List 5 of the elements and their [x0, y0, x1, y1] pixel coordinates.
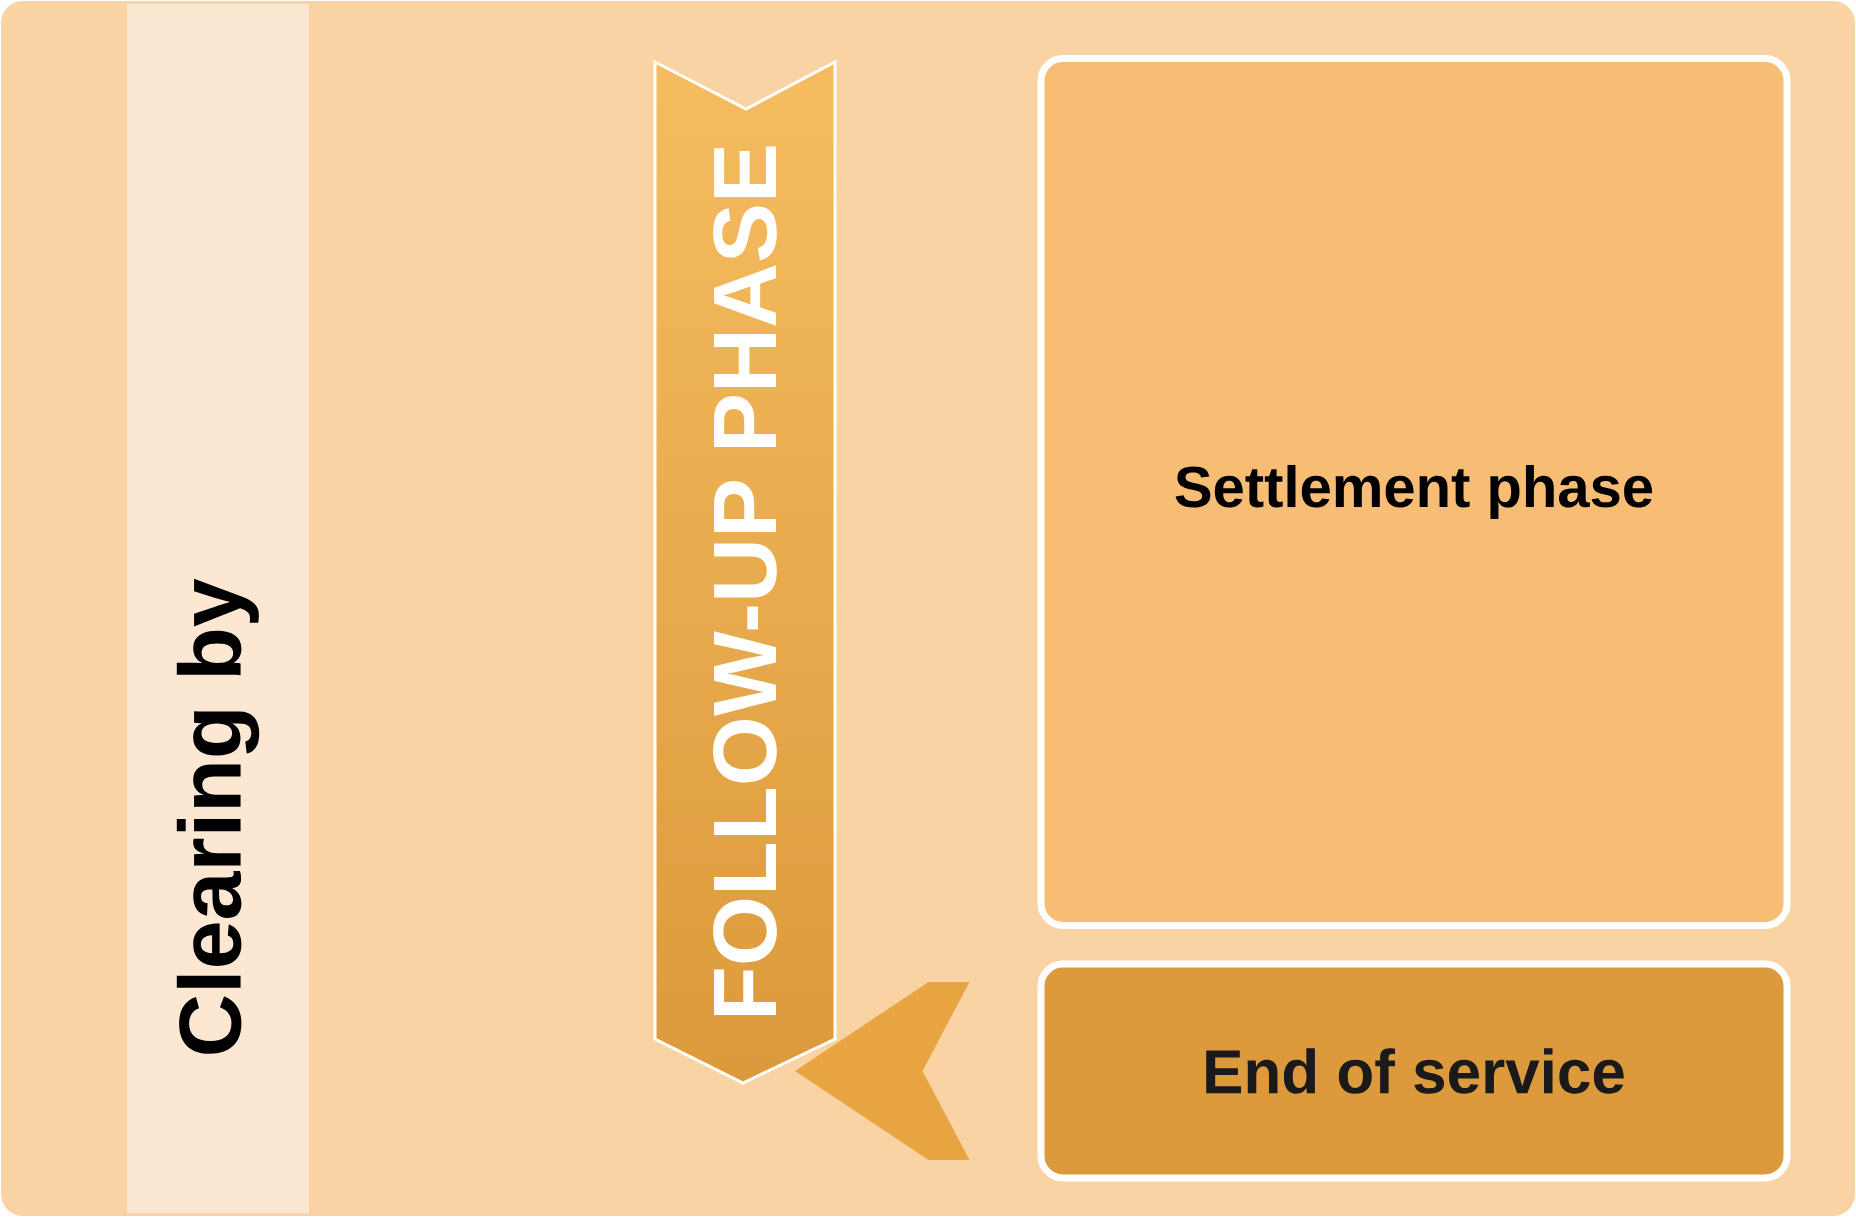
phase-banner: FOLLOW-UP PHASE: [653, 59, 837, 1085]
process-box: Settlement phase: [1037, 55, 1791, 929]
side-band: Clearing by: [127, 4, 309, 1213]
process-box: End of service: [1037, 960, 1791, 1182]
chevron-arrow: [795, 982, 970, 1160]
